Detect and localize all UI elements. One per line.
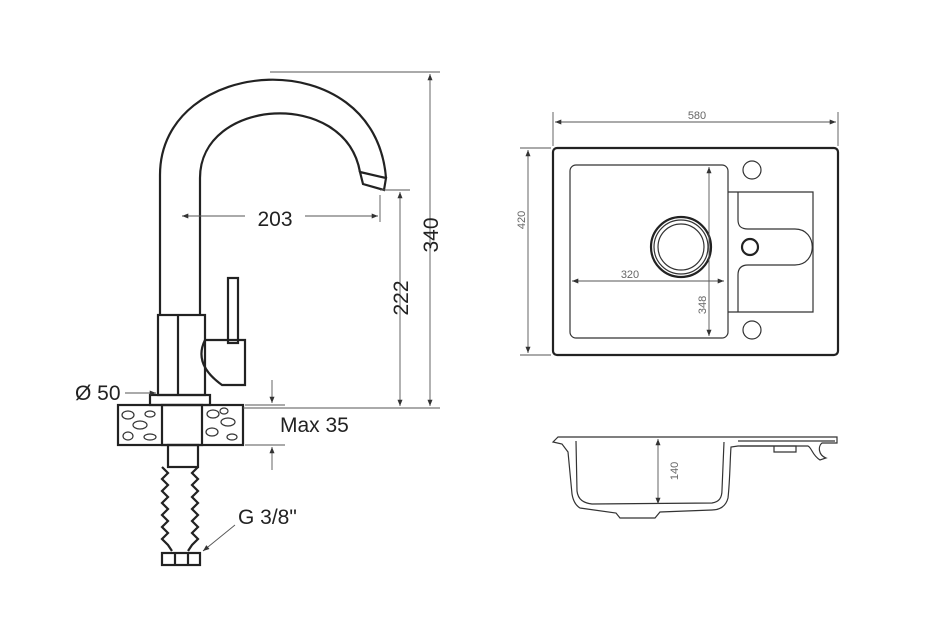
sink-side-view: [551, 436, 838, 519]
supply-hose-right: [187, 466, 200, 552]
hose-nut: [160, 551, 202, 567]
faucet-dimensions: 203 340 222 Ø 50 Max 35 G 3/8": [75, 71, 443, 552]
sink-width-label: 580: [688, 110, 706, 122]
diameter-label: Ø 50: [75, 382, 121, 405]
supply-hose-left: [160, 466, 173, 552]
drainer-area: [728, 191, 814, 313]
bowl-depth-label: 140: [669, 462, 681, 480]
countertop-section: [116, 403, 245, 447]
sink-bowl: [569, 164, 729, 339]
tap-hole: [742, 160, 762, 180]
overflow-hole: [740, 237, 760, 257]
bowl-width-label: 320: [621, 269, 639, 281]
spout-reach-label: 203: [257, 208, 292, 231]
faucet-base: [148, 393, 212, 407]
sink-top-dimensions: 580 420 320 348: [516, 110, 839, 356]
faucet-drawing: [116, 78, 388, 567]
faucet-spout: [158, 78, 388, 315]
drain: [649, 215, 713, 279]
faucet-lever: [200, 338, 247, 387]
faucet-shank: [166, 443, 200, 469]
tap-hole: [742, 320, 762, 340]
sink-top-view: [551, 146, 840, 357]
faucet-body: [156, 313, 207, 397]
total-height-label: 340: [420, 217, 443, 252]
connection-label: G 3/8": [238, 506, 297, 529]
sink-depth-label: 420: [516, 211, 528, 229]
bowl-length-label: 348: [697, 296, 709, 314]
sink-side-dimensions: 140: [655, 439, 681, 504]
faucet-handle-rod: [226, 276, 240, 345]
max-thickness-label: Max 35: [280, 414, 349, 437]
spout-height-label: 222: [390, 280, 413, 315]
faucet-nozzle: [358, 170, 388, 192]
